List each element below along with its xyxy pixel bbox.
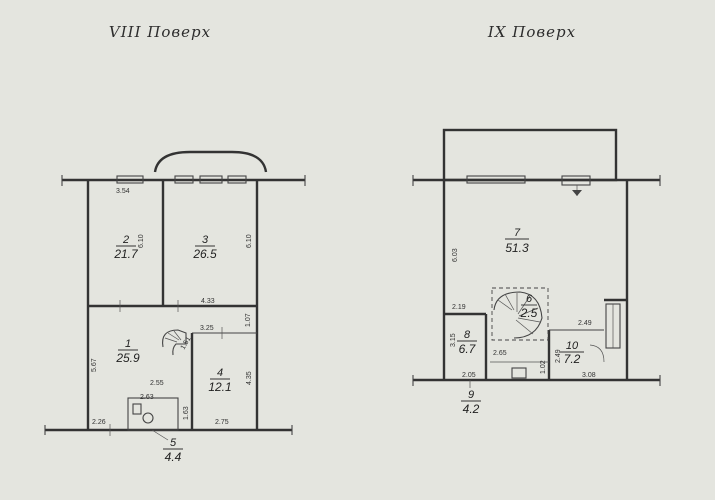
floor-ix-plan: IX Поверх [412, 23, 661, 416]
dim-label: 1.07 [245, 313, 252, 327]
room-4-number: 4 [217, 367, 223, 379]
floor-viii-title: VIII Поверх [109, 23, 211, 41]
room-7-number: 7 [514, 227, 521, 239]
dim-label: 1.02 [540, 360, 547, 374]
dim-label: 4.35 [246, 371, 253, 385]
room-9-area: 4.2 [463, 402, 480, 416]
dim-label: 2.19 [452, 304, 466, 311]
floor-ix-title: IX Поверх [487, 23, 576, 41]
room-1-area: 25.9 [115, 351, 140, 365]
dim-label: 2.65 [493, 350, 507, 357]
room-2-area: 21.7 [113, 247, 139, 261]
room-7-area: 51.3 [505, 241, 529, 255]
dim-label: 2.55 [150, 380, 164, 387]
dim-label: 5.67 [91, 358, 98, 372]
room-9-number: 9 [468, 389, 474, 401]
dim-label: 3.08 [582, 372, 596, 379]
dim-label: 2.49 [555, 349, 562, 363]
stove-icon [511, 367, 527, 379]
door-swing [589, 344, 605, 363]
spiral-stair [491, 287, 549, 341]
spiral-stair [162, 329, 187, 356]
dim-label: 3.54 [116, 188, 130, 195]
dim-label: 2.63 [140, 394, 154, 401]
door [561, 175, 591, 186]
room-8-number: 8 [464, 329, 471, 341]
floor-viii-plan: VIII Поверх [44, 23, 306, 464]
room-3-area: 26.5 [192, 247, 217, 261]
dim-label: 2.05 [462, 372, 476, 379]
dim-label: 2.75 [215, 419, 229, 426]
sink-icon [132, 403, 142, 415]
room-5-number: 5 [170, 437, 177, 449]
window [116, 175, 144, 184]
room-3-number: 3 [202, 234, 209, 246]
dim-label: 6.10 [138, 234, 145, 248]
dim-label: 3.25 [200, 325, 214, 332]
dim-label: 6.10 [246, 234, 253, 248]
window [174, 175, 194, 184]
room-6-area: 2.5 [520, 306, 538, 320]
arrow-icon [572, 190, 582, 196]
room-10-number: 10 [566, 340, 579, 352]
dim-label: 3.15 [450, 333, 457, 347]
dim-label: 2.26 [92, 419, 106, 426]
room-10-area: 7.2 [564, 352, 581, 366]
dim-label: 2.49 [578, 320, 592, 327]
room-6-number: 6 [526, 293, 533, 305]
window [466, 175, 526, 184]
dim-label: 6.03 [452, 248, 459, 262]
bathroom [127, 397, 179, 431]
dim-label: 1.51 [180, 336, 193, 351]
dim-label: 1.63 [183, 406, 190, 420]
room-2-number: 2 [122, 234, 129, 246]
dim-label: 4.33 [201, 298, 215, 305]
terrace [442, 128, 618, 182]
window [227, 175, 247, 184]
room-8-area: 6.7 [459, 342, 477, 356]
room-5-area: 4.4 [165, 450, 182, 464]
room-4-area: 12.1 [208, 380, 231, 394]
toilet-icon [142, 412, 154, 424]
window [199, 175, 223, 184]
balcony [153, 150, 268, 173]
room-1-number: 1 [125, 338, 131, 350]
